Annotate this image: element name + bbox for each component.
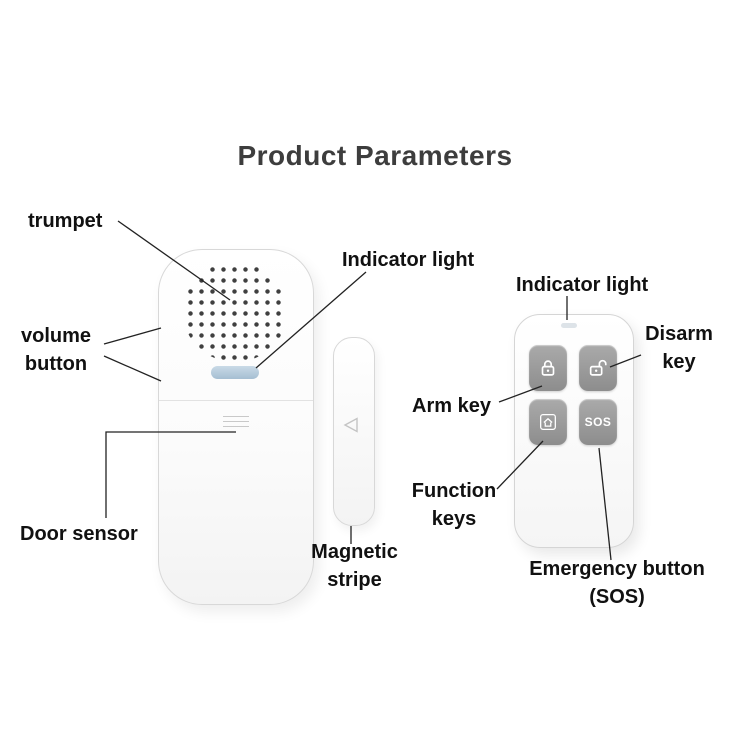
speaker-grille <box>183 262 287 362</box>
sensor-indicator-light <box>211 366 259 379</box>
lock-closed-icon <box>541 360 555 376</box>
arm-button <box>529 345 567 391</box>
sos-button: SOS <box>579 399 617 445</box>
callout-volume-down <box>103 355 162 382</box>
sos-label: SOS <box>584 415 612 429</box>
device-seam-line <box>159 400 313 401</box>
label-trumpet: trumpet <box>28 210 103 232</box>
home-icon <box>540 414 556 430</box>
label-door-sensor: Door sensor <box>20 523 138 545</box>
label-disarm-key: Disarm key <box>645 323 713 374</box>
function-button <box>529 399 567 445</box>
label-function-keys: Function keys <box>411 480 497 531</box>
battery-cover-ridges <box>223 416 249 427</box>
page-title: Product Parameters <box>237 140 513 171</box>
label-emergency-button: Emergency button (SOS) <box>529 558 705 609</box>
remote-control: SOS <box>514 314 634 548</box>
label-volume-button: volume button <box>20 325 92 376</box>
lock-open-icon <box>589 359 607 376</box>
remote-indicator-light <box>561 323 577 328</box>
door-sensor-device <box>158 249 314 605</box>
label-magnetic-stripe: Magnetic stripe <box>311 541 398 592</box>
alignment-triangle-icon <box>343 417 358 433</box>
disarm-button <box>579 345 617 391</box>
label-indicator-light-remote: Indicator light <box>516 274 649 296</box>
label-indicator-light-sensor: Indicator light <box>342 249 475 271</box>
label-arm-key: Arm key <box>412 395 491 417</box>
magnetic-stripe-part <box>333 337 375 526</box>
callout-volume-up <box>103 327 162 345</box>
